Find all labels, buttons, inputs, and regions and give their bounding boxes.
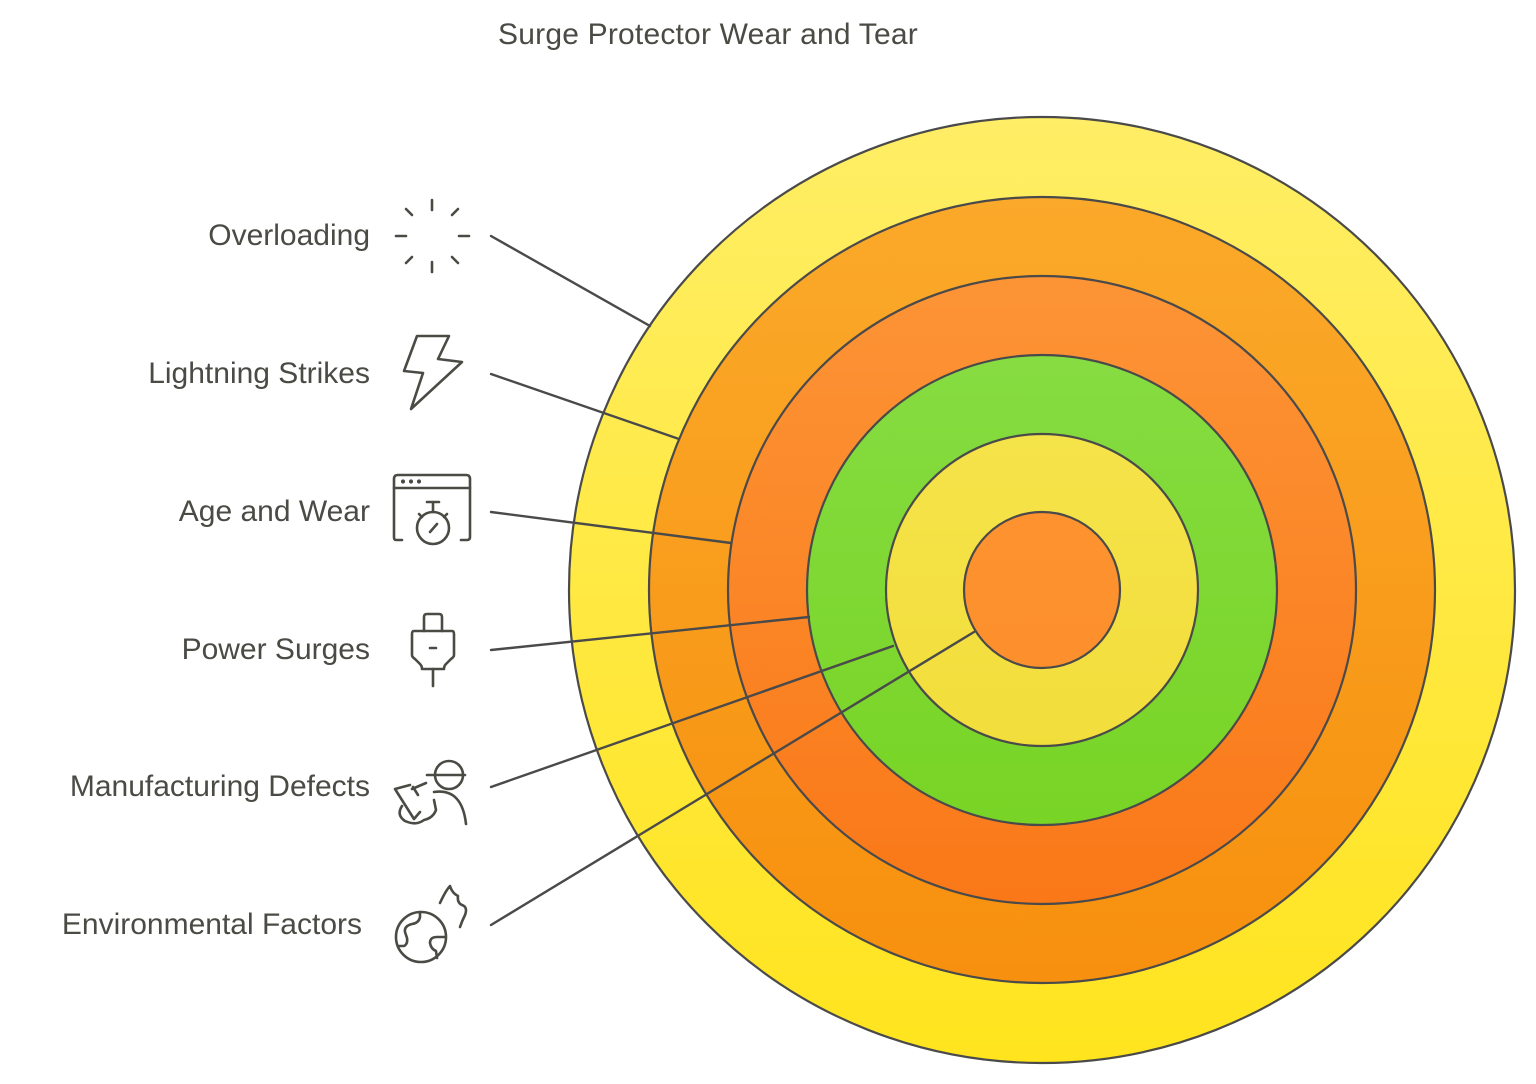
stopwatch-window-icon: [392, 473, 472, 546]
connector-environmental-factors: [489, 630, 976, 927]
connector-manufacturing-defects: [489, 644, 895, 789]
label-overloading: Overloading: [208, 219, 370, 252]
diagram-title: Surge Protector Wear and Tear: [498, 18, 918, 51]
sparkle-burst-icon: [394, 198, 471, 274]
label-environmental-factors: Environmental Factors: [61, 908, 362, 941]
connector-age-and-wear: [489, 510, 733, 545]
globe-fire-icon: [394, 884, 468, 964]
worker-inspection-icon: [393, 759, 468, 826]
connector-power-surges: [489, 615, 811, 652]
ring-environmental-factors: [962, 510, 1122, 670]
connector-overloading: [489, 234, 652, 328]
label-age-and-wear: Age and Wear: [178, 495, 370, 528]
label-manufacturing-defects: Manufacturing Defects: [69, 770, 370, 803]
label-power-surges: Power Surges: [181, 633, 370, 666]
power-plug-icon: [410, 612, 456, 688]
lightning-bolt-icon: [402, 334, 464, 411]
label-lightning-strikes: Lightning Strikes: [148, 357, 370, 390]
connector-lightning-strikes: [489, 372, 681, 441]
